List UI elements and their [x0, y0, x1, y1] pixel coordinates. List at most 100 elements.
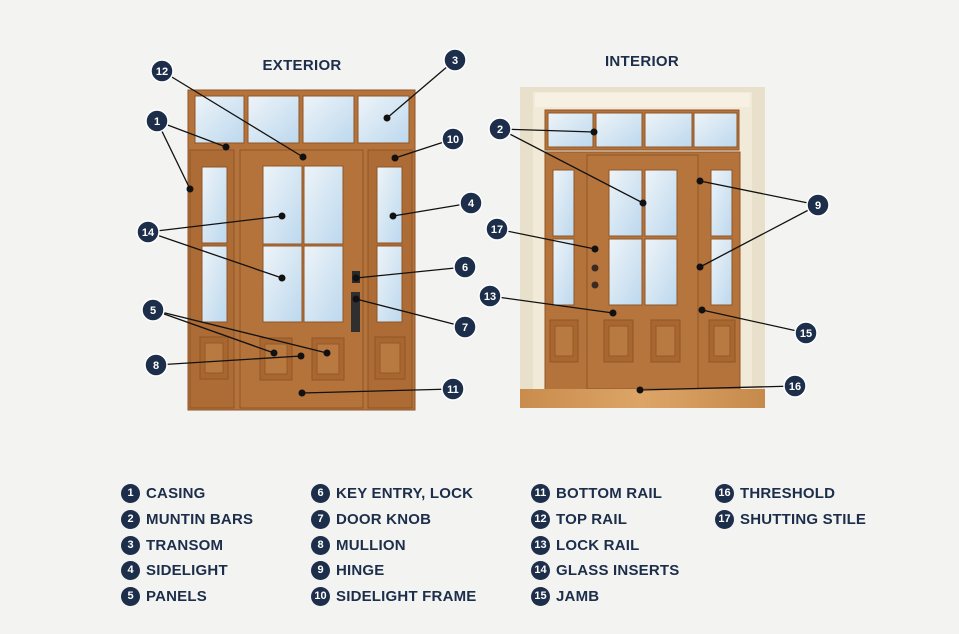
leader-line [156, 120, 191, 190]
legend-number: 17 [715, 509, 734, 529]
callout-badge [478, 284, 502, 308]
callout-6: 6 [352, 255, 477, 282]
legend-label: MUNTIN BARS [146, 510, 254, 528]
leader-line [639, 385, 796, 391]
callout-badge [783, 374, 807, 398]
panel-inset [655, 325, 676, 357]
callout-badge [453, 315, 477, 339]
leader-line [489, 295, 614, 314]
leader-dot [186, 185, 194, 193]
legend-item: 8 MULLION [311, 534, 406, 556]
callout-badge [141, 298, 165, 322]
leader-line [699, 204, 819, 268]
exterior-title: EXTERIOR [262, 57, 342, 74]
transom-pane [644, 112, 693, 148]
legend-number: 6 [311, 483, 330, 503]
callout-number: 6 [462, 262, 468, 274]
transom-pane [547, 112, 594, 148]
legend-label: DOOR KNOB [336, 510, 432, 528]
callout-number: 3 [452, 55, 458, 67]
callout-badge [459, 191, 483, 215]
callout-number: 10 [447, 134, 459, 146]
callout-number: 11 [447, 384, 459, 396]
leader-line [147, 231, 283, 279]
legend-label: BOTTOM RAIL [556, 484, 663, 502]
door-glass [608, 238, 643, 306]
panel-inset [316, 343, 340, 375]
legend-number: 9 [311, 560, 330, 580]
callout-badge [150, 59, 174, 83]
leader-line [147, 215, 283, 233]
callout-badge [443, 48, 467, 72]
legend-label: LOCK RAIL [556, 536, 640, 554]
callout-10: 10 [391, 127, 465, 162]
callout-2: 2 [488, 117, 647, 207]
legend-number: 8 [311, 535, 330, 555]
leader-dot [391, 154, 399, 162]
floor [520, 389, 765, 408]
leader-dot [298, 389, 306, 397]
callout-badge [488, 117, 512, 141]
callout-number: 2 [497, 124, 503, 136]
callout-15: 15 [698, 306, 818, 345]
leader-dot [352, 295, 360, 303]
legend-label: PANELS [146, 587, 207, 605]
legend-label: THRESHOLD [740, 484, 836, 502]
leader-dot [696, 177, 704, 185]
callout-badge [145, 109, 169, 133]
door-glass [303, 245, 344, 323]
callout-5: 5 [141, 298, 331, 357]
legend-number: 16 [715, 483, 734, 503]
callout-number: 7 [462, 322, 468, 334]
legend-item: 11 BOTTOM RAIL [531, 482, 662, 504]
legend-number: 4 [121, 560, 140, 580]
sidelight-glass [552, 238, 575, 306]
callout-number: 12 [156, 66, 168, 78]
legend-number: 3 [121, 535, 140, 555]
legend-label: TOP RAIL [556, 510, 628, 528]
leader-line [152, 309, 328, 354]
leader-dot [278, 274, 286, 282]
door-knob [591, 281, 599, 289]
legend-label: TRANSOM [146, 536, 224, 554]
leader-line [152, 309, 275, 354]
callout-badge [453, 255, 477, 279]
transom-pane [693, 112, 738, 148]
leader-line [355, 266, 466, 279]
callout-number: 5 [150, 305, 156, 317]
sidelight-glass [376, 166, 403, 244]
leader-dot [297, 352, 305, 360]
leader-dot [278, 212, 286, 220]
leader-line [161, 70, 304, 158]
leader-line [499, 128, 595, 133]
panel-inset [204, 342, 224, 374]
callout-1: 1 [145, 109, 230, 193]
callout-number: 1 [154, 116, 160, 128]
leader-line [155, 355, 302, 366]
leader-line [699, 180, 819, 206]
leader-dot [383, 114, 391, 122]
callout-9: 9 [696, 177, 830, 271]
door-glass [262, 245, 303, 323]
sidelight-glass [710, 238, 733, 306]
sidelight-glass [710, 169, 733, 237]
legend-label: MULLION [336, 536, 406, 554]
interior-title: INTERIOR [604, 53, 680, 70]
callout-badge [441, 377, 465, 401]
callout-number: 9 [815, 200, 821, 212]
door-glass [644, 238, 678, 306]
leader-dot [389, 212, 397, 220]
callout-7: 7 [352, 295, 477, 339]
legend-number: 11 [531, 483, 550, 503]
leader-line [386, 59, 456, 119]
callout-8: 8 [144, 352, 305, 377]
head-casing [535, 93, 750, 107]
callout-14: 14 [136, 212, 286, 282]
transom-pane [357, 95, 410, 144]
leader-line [496, 228, 596, 250]
